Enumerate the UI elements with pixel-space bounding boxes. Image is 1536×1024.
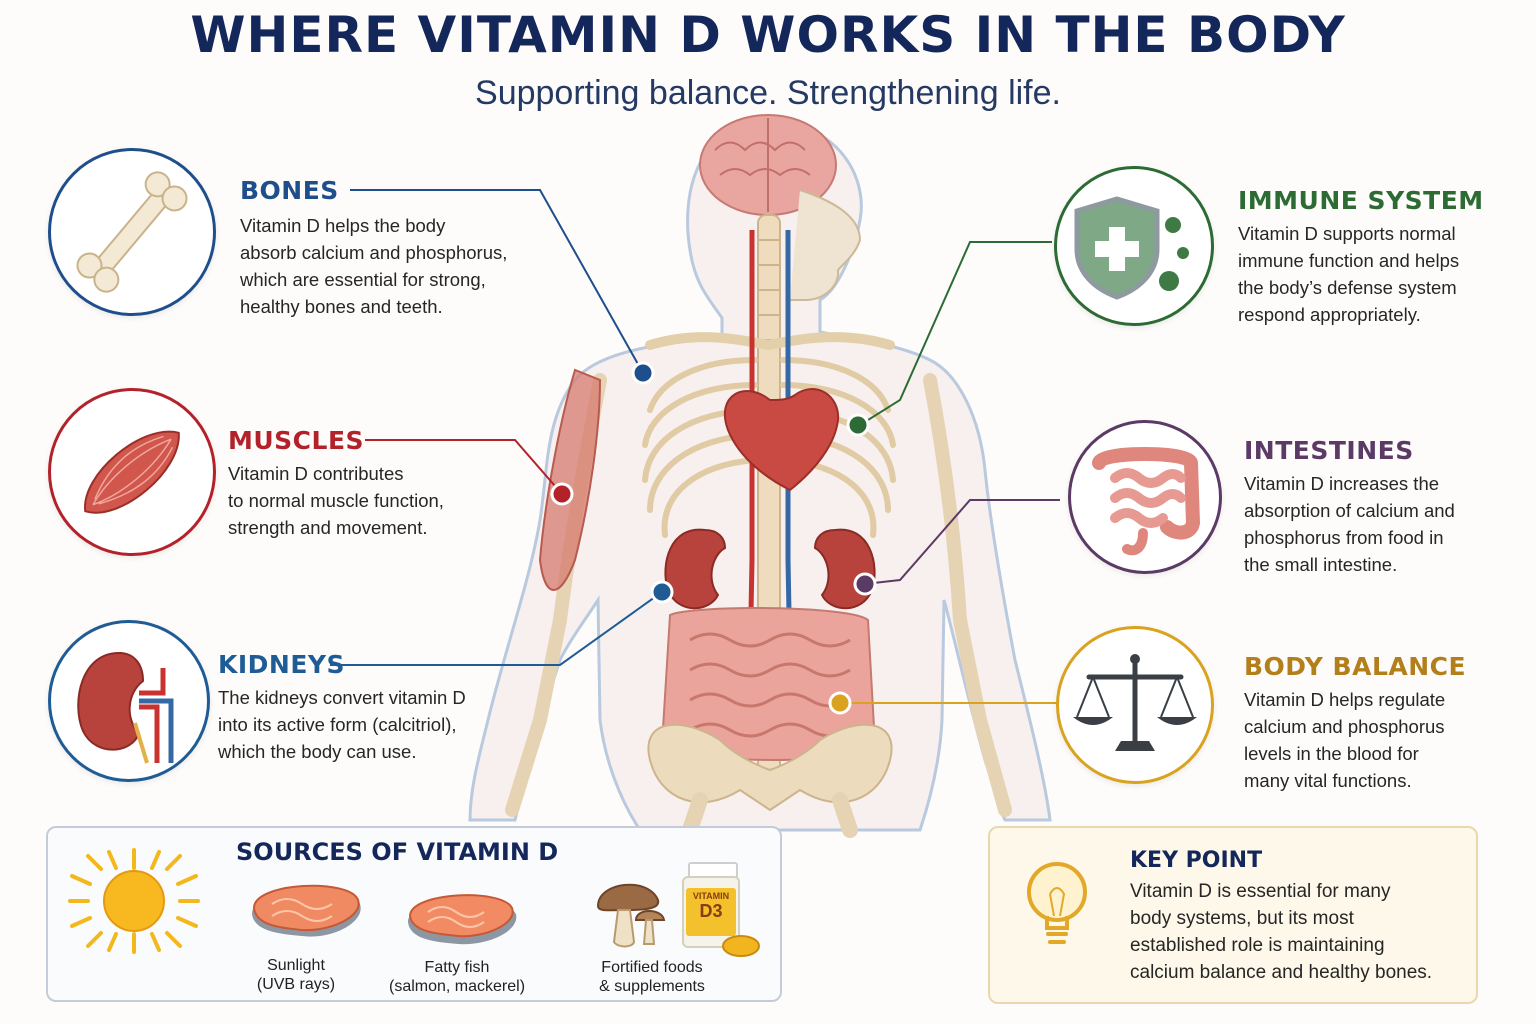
leg-bones — [682, 792, 858, 838]
page-title: WHERE VITAMIN D WORKS IN THE BODY — [190, 6, 1346, 64]
muscles-description: Vitamin D contributes to normal muscle f… — [228, 463, 444, 538]
virus-icon — [1165, 217, 1181, 233]
kidney-icon — [77, 651, 174, 764]
balance-title: BODY BALANCE — [1244, 652, 1467, 681]
immune-icon-circle — [1054, 166, 1214, 326]
kidneys-icon-circle — [48, 620, 210, 782]
kidneys-organ — [664, 528, 876, 610]
intestines-title: INTESTINES — [1244, 436, 1414, 465]
bones-icon-circle — [48, 148, 216, 316]
immune-description: Vitamin D supports normal immune functio… — [1238, 223, 1460, 325]
bottle-label: VITAMIN D3 — [686, 888, 736, 936]
scales-icon — [1073, 654, 1197, 751]
skull — [790, 189, 862, 301]
fish-steak-icon — [252, 884, 361, 937]
muscles-title: MUSCLES — [228, 426, 365, 455]
kidneys-description: The kidneys convert vitamin D into its a… — [218, 687, 466, 762]
salmon-icon — [408, 894, 517, 945]
balance-icon-circle — [1056, 626, 1214, 784]
softgel-icon — [722, 935, 760, 957]
balance-description: Vitamin D helps regulate calcium and pho… — [1244, 689, 1446, 791]
bottle-body: VITAMIN D3 — [682, 876, 740, 948]
lightbulb-icon — [1027, 862, 1087, 944]
supplement-bottle: VITAMIN D3 — [682, 862, 740, 950]
bones-description: Vitamin D helps the body absorb calcium … — [240, 215, 508, 317]
muscles-icon-circle — [48, 388, 216, 556]
muscle-icon — [84, 430, 180, 514]
immune-title: IMMUNE SYSTEM — [1238, 186, 1484, 215]
key-point-text: Vitamin D is essential for many body sys… — [1130, 881, 1433, 983]
key-point-title: KEY POINT — [1130, 848, 1263, 873]
mushroom-icon — [596, 883, 666, 948]
sun-icon — [68, 848, 200, 954]
page-subtitle: Supporting balance. Strengthening life. — [475, 74, 1061, 112]
sources-title: SOURCES OF VITAMIN D — [236, 838, 559, 866]
intestines-icon-circle — [1068, 420, 1222, 574]
intestine-icon — [1092, 447, 1201, 556]
connector-lines — [330, 189, 1060, 704]
clavicles — [645, 332, 895, 351]
connector-dots — [550, 361, 877, 715]
source-fortified-label: Fortified foods & supplements — [599, 959, 705, 995]
source-sunlight-label: Sunlight (UVB rays) — [256, 957, 336, 993]
pelvis — [647, 723, 893, 812]
shield-icon — [1074, 196, 1189, 300]
source-fish-label: Fatty fish (salmon, mackerel) — [388, 959, 526, 995]
bone-icon — [76, 171, 188, 293]
bones-title: BONES — [240, 176, 339, 205]
kidneys-title: KIDNEYS — [218, 650, 346, 679]
arm-muscle — [538, 368, 602, 591]
intestines-description: Vitamin D increases the absorption of ca… — [1244, 473, 1455, 575]
heart — [723, 388, 840, 492]
